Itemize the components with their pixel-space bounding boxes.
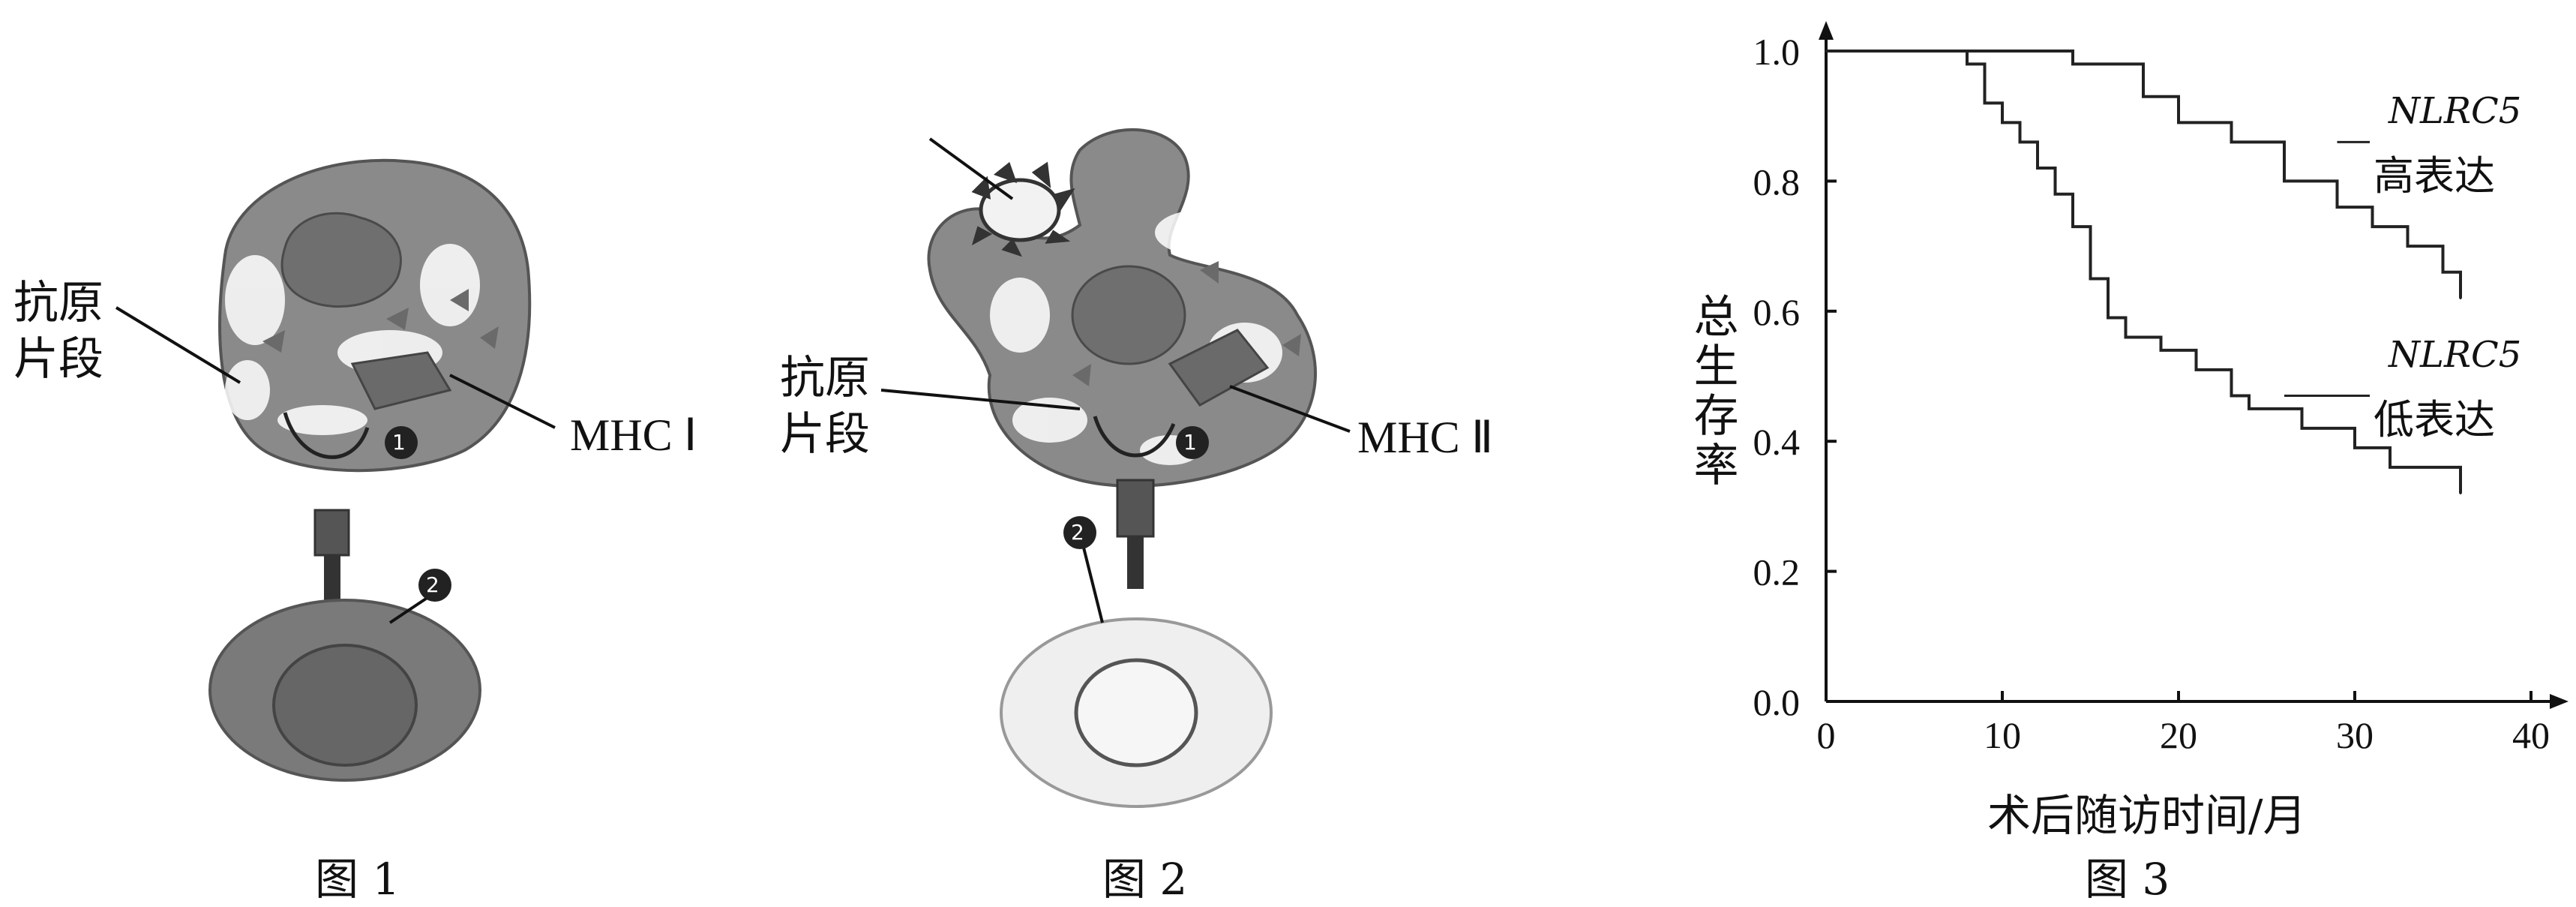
x-tick-label: 10: [1984, 714, 2021, 756]
x-tick-label: 40: [2512, 714, 2550, 756]
y-tick-label: 0.6: [1753, 291, 1801, 333]
series-high-name-line1: NLRC5: [2389, 90, 2521, 132]
series-low-name-line2: 低表达: [2374, 386, 2495, 446]
series-low-point: [2002, 122, 2004, 124]
series-low-point: [2054, 193, 2056, 195]
chart-x-axis-label: 术后随访时间/月: [1987, 780, 2307, 843]
series-low-point: [2125, 336, 2127, 338]
series-low-point: [2195, 368, 2197, 371]
series-low-point: [2107, 317, 2110, 319]
y-tick-label: 0.2: [1753, 551, 1801, 593]
series-low-point: [2354, 446, 2356, 449]
series-low-point: [1966, 63, 1969, 65]
series-low-point: [2301, 427, 2303, 429]
series-high-point: [2442, 271, 2444, 273]
series-high-point: [2143, 95, 2145, 98]
series-high-point: [2407, 245, 2409, 248]
series-high-point: [2371, 226, 2374, 228]
series-low-point: [1825, 50, 1828, 53]
series-high-point: [2178, 122, 2180, 124]
x-axis-arrow: [2550, 694, 2569, 709]
series-low-point: [2072, 226, 2074, 228]
series-high-name-line2: 高表达: [2374, 143, 2495, 202]
series-low-point: [2248, 407, 2251, 410]
series-high-point: [2230, 141, 2233, 143]
series-low-point: [2230, 395, 2233, 397]
y-tick-label: 0.0: [1753, 681, 1801, 723]
x-tick-label: 20: [2160, 714, 2197, 756]
x-tick-label: 30: [2336, 714, 2374, 756]
series-low-name-line1: NLRC5: [2389, 334, 2521, 376]
y-tick-label: 0.8: [1753, 161, 1801, 203]
series-high-point: [2072, 63, 2074, 65]
x-tick-label: 0: [1817, 714, 1836, 756]
y-tick-label: 1.0: [1753, 31, 1801, 73]
series-low-point: [2037, 167, 2039, 170]
y-axis-arrow: [1819, 21, 1834, 40]
series-low-expression-line: [1826, 51, 2461, 494]
chart-series: [1825, 50, 2462, 495]
series-high-point: [2284, 180, 2286, 182]
series-low-point: [2089, 278, 2092, 280]
series-low-point: [2019, 141, 2021, 143]
series-high-point: [2336, 206, 2338, 209]
chart-y-axis-label: 总生存率: [1680, 293, 1745, 491]
series-high-point: [2460, 297, 2462, 299]
series-high-expression-line: [1826, 51, 2461, 298]
series-low-point: [2460, 492, 2462, 494]
y-tick-label: 0.4: [1753, 421, 1801, 463]
series-low-point: [2160, 349, 2162, 351]
fig3-caption: 图 3: [2085, 844, 2170, 907]
series-low-point: [2389, 466, 2392, 468]
series-low-point: [1984, 102, 1986, 104]
